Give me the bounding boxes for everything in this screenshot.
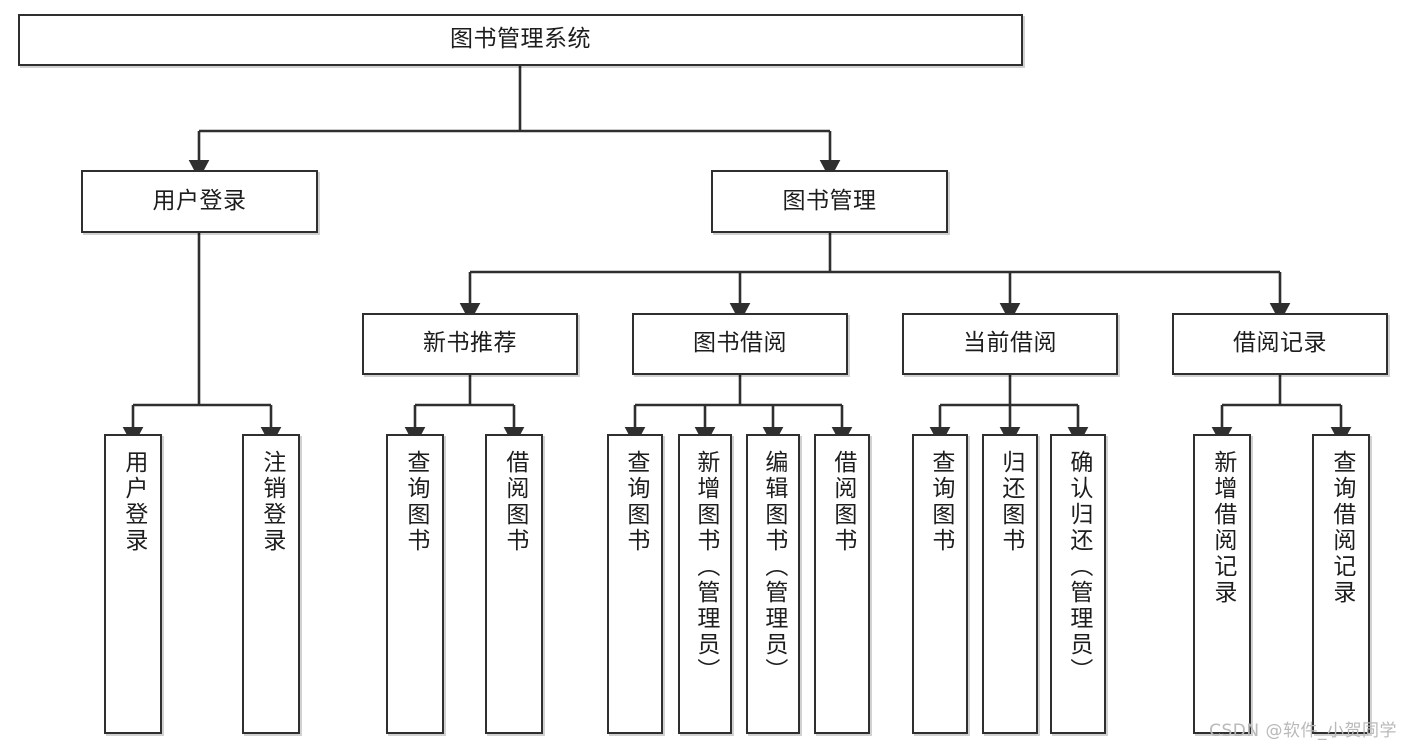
node-label: 归还图书 <box>997 450 1024 554</box>
node-label: 图书管理 <box>782 187 877 214</box>
node-label: 图书借阅 <box>693 330 787 357</box>
node-label: 新增图书（管理员） <box>692 450 719 684</box>
node-label: 借阅图书 <box>501 450 528 554</box>
leaf-logout[interactable]: 注销登录 <box>242 434 300 734</box>
node-label: 新增借阅记录 <box>1209 450 1236 606</box>
node-label: 确认归还（管理员） <box>1065 450 1092 684</box>
node-label: 新书推荐 <box>423 330 517 357</box>
leaf-user-login[interactable]: 用户登录 <box>104 434 162 734</box>
leaf-query-book-borrow[interactable]: 查询图书 <box>607 434 663 734</box>
node-root-system[interactable]: 图书管理系统 <box>18 14 1023 66</box>
node-label: 用户登录 <box>152 187 247 214</box>
leaf-add-borrow-record[interactable]: 新增借阅记录 <box>1193 434 1251 734</box>
leaf-borrow-book-recommend[interactable]: 借阅图书 <box>485 434 543 734</box>
node-borrow-record[interactable]: 借阅记录 <box>1172 313 1388 375</box>
leaf-borrow-book[interactable]: 借阅图书 <box>814 434 870 734</box>
node-label: 查询借阅记录 <box>1328 450 1355 606</box>
leaf-query-borrow-record[interactable]: 查询借阅记录 <box>1312 434 1370 734</box>
node-new-book-recommend[interactable]: 新书推荐 <box>362 313 578 375</box>
leaf-query-book-recommend[interactable]: 查询图书 <box>386 434 444 734</box>
csdn-watermark: CSDN @软件_小贺同学 <box>1209 721 1397 741</box>
node-label: 用户登录 <box>120 450 147 554</box>
leaf-add-book-admin[interactable]: 新增图书（管理员） <box>678 434 732 734</box>
leaf-edit-book-admin[interactable]: 编辑图书（管理员） <box>746 434 800 734</box>
node-label: 查询图书 <box>622 450 649 554</box>
node-book-borrow[interactable]: 图书借阅 <box>632 313 848 375</box>
node-label: 注销登录 <box>258 450 285 554</box>
leaf-query-book-current[interactable]: 查询图书 <box>912 434 968 734</box>
node-label: 当前借阅 <box>963 330 1057 357</box>
leaf-return-book[interactable]: 归还图书 <box>982 434 1038 734</box>
node-label: 查询图书 <box>927 450 954 554</box>
node-label: 借阅图书 <box>829 450 856 554</box>
node-current-borrow[interactable]: 当前借阅 <box>902 313 1118 375</box>
node-label: 查询图书 <box>402 450 429 554</box>
node-label: 图书管理系统 <box>450 26 591 53</box>
node-book-management[interactable]: 图书管理 <box>711 170 948 233</box>
leaf-confirm-return-admin[interactable]: 确认归还（管理员） <box>1050 434 1106 734</box>
node-label: 编辑图书（管理员） <box>760 450 787 684</box>
node-user-login[interactable]: 用户登录 <box>81 170 318 233</box>
node-label: 借阅记录 <box>1233 330 1327 357</box>
